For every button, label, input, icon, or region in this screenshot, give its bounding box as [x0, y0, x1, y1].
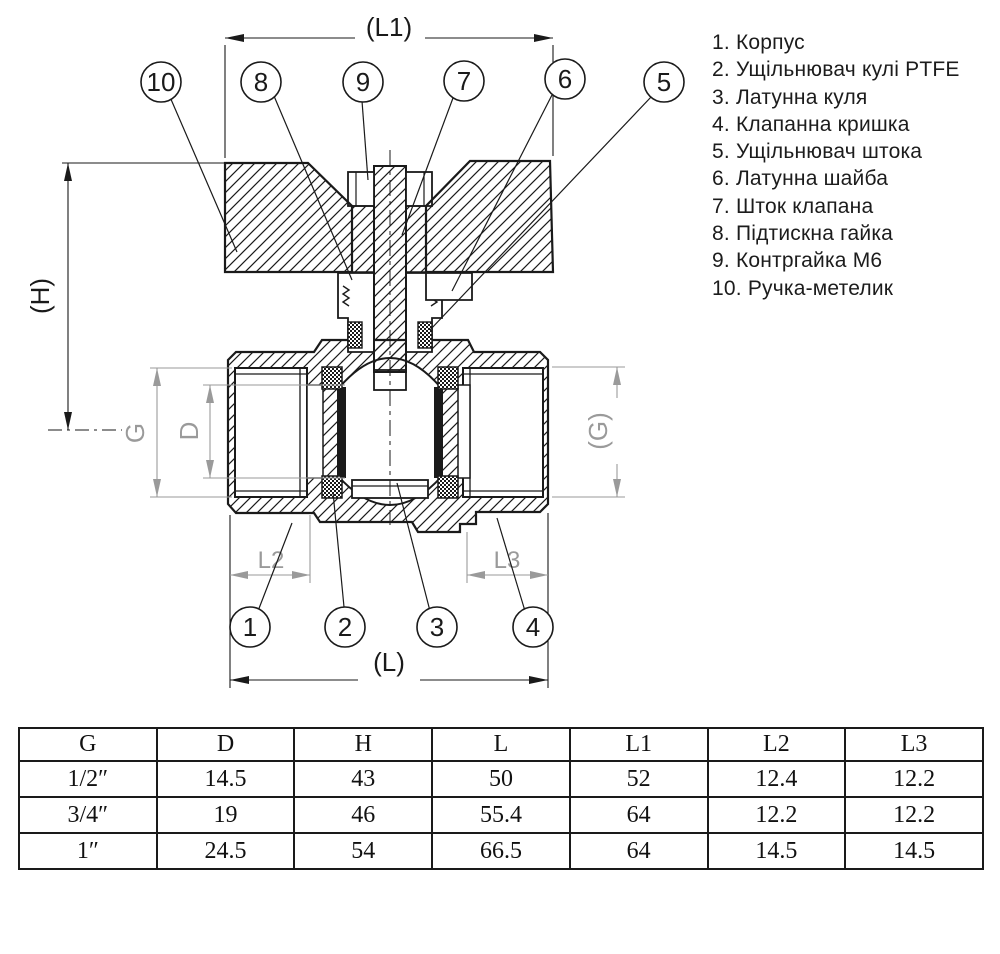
dim-label-l1: (L1): [366, 12, 412, 42]
parts-list-item: 5. Ущільнювач штока: [712, 140, 923, 164]
table-cell: 3/4″: [18, 796, 158, 834]
table-cell: 50: [431, 760, 571, 798]
table-cell: 52: [568, 760, 709, 798]
right-thread-socket: [462, 367, 544, 498]
callout-1: 1: [229, 606, 271, 648]
stem-seal-right: [417, 321, 433, 349]
table-cell: 64: [568, 796, 709, 834]
callout-5: 5: [643, 61, 685, 103]
dimensions-table: G D H L L1 L2 L3 1/2″ 14.5 43 50 52 12.4…: [18, 727, 984, 870]
svg-text:6: 6: [558, 64, 572, 94]
svg-text:8: 8: [254, 67, 268, 97]
svg-text:5: 5: [657, 67, 671, 97]
parts-list-item: 9. Контргайка М6: [712, 249, 883, 273]
stem-seal-left: [347, 321, 363, 349]
parts-list-item: 3. Латунна куля: [712, 85, 868, 109]
table-cell: 12.4: [706, 760, 847, 798]
table-cell: 46: [293, 796, 434, 834]
table-cell: 43: [293, 760, 434, 798]
table-header: L: [431, 727, 571, 762]
table-header-row: G D H L L1 L2 L3: [18, 727, 984, 762]
callout-3: 3: [416, 606, 458, 648]
dim-label-g-left: G: [120, 423, 150, 443]
parts-list-item: 7. Шток клапана: [712, 194, 874, 218]
table-row: 1″ 24.5 54 66.5 64 14.5 14.5: [18, 832, 984, 870]
table-cell: 55.4: [431, 796, 571, 834]
dimension-l: (L): [229, 513, 549, 688]
callout-10: 10: [140, 61, 182, 103]
dim-label-g-right: (G): [583, 412, 613, 450]
table-header: G: [18, 727, 158, 762]
callout-8: 8: [240, 61, 282, 103]
parts-list-item: 8. Підтискна гайка: [712, 222, 894, 246]
callout-bubbles: 10 8 9 7 6 5 1 2 3 4: [140, 58, 685, 648]
dim-label-h: (H): [25, 278, 55, 314]
parts-list: 1. Корпус 2. Ущільнювач кулі PTFE 3. Лат…: [712, 29, 994, 302]
callout-6: 6: [544, 58, 586, 100]
valve-cross-section-drawing: (L1) (H) (L) G: [25, 12, 685, 688]
table-cell: 19: [155, 796, 296, 834]
table-row: 1/2″ 14.5 43 50 52 12.4 12.2: [18, 760, 984, 798]
table-header: L1: [568, 727, 709, 762]
table-cell: 64: [568, 832, 709, 870]
callout-4: 4: [512, 606, 554, 648]
valve-body: [226, 338, 550, 534]
table-cell: 1/2″: [18, 760, 158, 798]
table-cell: 12.2: [844, 760, 984, 798]
parts-list-item: 6. Латунна шайба: [712, 167, 889, 191]
parts-list-item: 2. Ущільнювач кулі PTFE: [712, 58, 960, 82]
svg-text:2: 2: [338, 612, 352, 642]
table-cell: 14.5: [844, 832, 984, 870]
svg-text:1: 1: [243, 612, 257, 642]
callout-7: 7: [443, 60, 485, 102]
brass-washer: [425, 272, 473, 301]
table-cell: 66.5: [431, 832, 571, 870]
svg-text:10: 10: [147, 67, 176, 97]
callout-leaders: [169, 92, 653, 612]
table-cell: 12.2: [844, 796, 984, 834]
dim-label-l2: L2: [258, 547, 285, 574]
table-header: H: [293, 727, 434, 762]
table-cell: 1″: [18, 832, 158, 870]
parts-list-item: 1. Корпус: [712, 31, 805, 54]
dimension-h: (H): [25, 162, 240, 431]
parts-list-item: 4. Клапанна кришка: [712, 112, 910, 136]
callout-2: 2: [324, 606, 366, 648]
dimension-l3: L3: [466, 532, 548, 583]
dim-label-d: D: [174, 422, 204, 441]
svg-text:7: 7: [457, 66, 471, 96]
dimension-d: D: [174, 384, 345, 479]
ptfe-ball-seals: [321, 366, 459, 499]
table-cell: 14.5: [155, 760, 296, 798]
table-cell: 54: [293, 832, 434, 870]
svg-text:9: 9: [356, 67, 370, 97]
table-row: 3/4″ 19 46 55.4 64 12.2 12.2: [18, 796, 984, 834]
table-cell: 14.5: [706, 832, 847, 870]
callout-9: 9: [342, 61, 384, 103]
table-header: L2: [706, 727, 847, 762]
svg-text:3: 3: [430, 612, 444, 642]
svg-text:4: 4: [526, 612, 540, 642]
lock-nut: [347, 171, 433, 207]
table-cell: 12.2: [706, 796, 847, 834]
table-cell: 24.5: [155, 832, 296, 870]
dimension-l2: L2: [230, 515, 311, 583]
dimension-g-right: (G): [552, 366, 625, 498]
table-header: L3: [844, 727, 984, 762]
parts-list-item: 10. Ручка-метелик: [712, 276, 894, 300]
dimension-g-left: G: [120, 367, 232, 498]
dimension-l1: (L1): [224, 12, 554, 158]
table-header: D: [155, 727, 296, 762]
dim-label-l: (L): [373, 647, 405, 677]
